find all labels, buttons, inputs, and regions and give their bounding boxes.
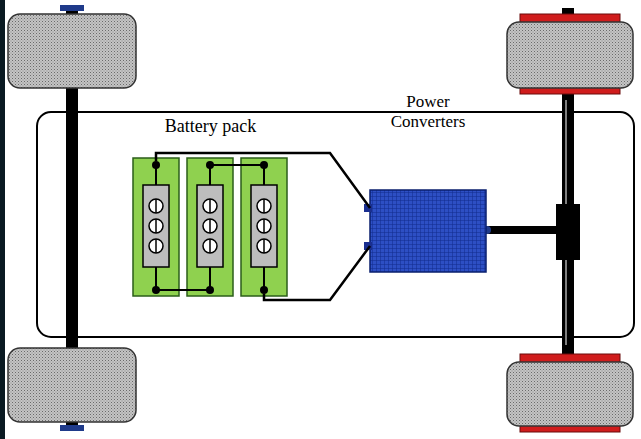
converter-box (370, 190, 486, 272)
series-link (210, 164, 264, 166)
axle-cap (60, 5, 84, 11)
wheel (8, 348, 136, 422)
battery-cell (133, 158, 179, 296)
power-converters: Power Converters (370, 90, 486, 274)
battery-pack: Battery pack (128, 112, 293, 304)
wheel (8, 14, 136, 88)
pack-wire (264, 294, 293, 300)
chassis-outline (37, 112, 634, 337)
power-cable (293, 153, 370, 208)
axle-cap (60, 425, 84, 431)
wheel (507, 22, 633, 88)
differential (556, 204, 580, 260)
pack-wire (156, 153, 293, 161)
node-heading: Power Converters (370, 92, 486, 133)
edge-strip (0, 0, 5, 439)
wheel (507, 362, 633, 426)
power-cable (293, 246, 370, 300)
battery-cell (241, 158, 287, 296)
battery-cell (187, 158, 233, 296)
series-link (156, 289, 210, 291)
node-heading: Battery pack (128, 116, 293, 138)
drive-shaft (485, 226, 560, 234)
